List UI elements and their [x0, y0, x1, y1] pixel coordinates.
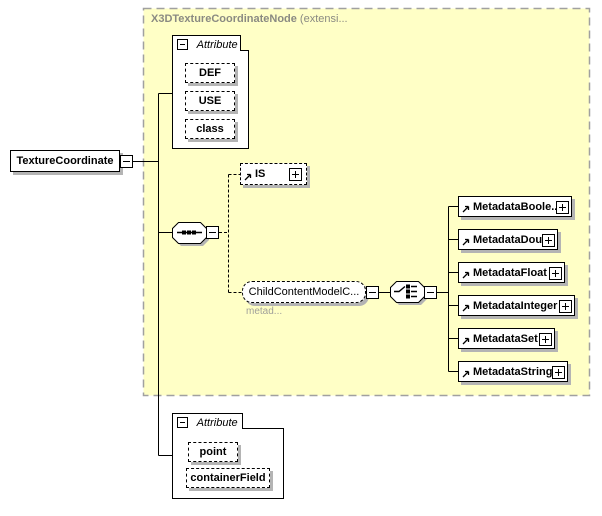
- attribute-group-top-label: Attribute: [196, 39, 238, 51]
- solid-connectors: [133, 93, 458, 456]
- reference-arrow-icon: [462, 238, 470, 246]
- element-metadatafloat-label: MetadataFloat: [473, 266, 547, 279]
- element-metadatastring-label: MetadataString: [473, 365, 553, 378]
- attribute-group-bottom-label: Attribute: [196, 417, 238, 429]
- element-metadatainteger-label: MetadataInteger: [473, 299, 558, 312]
- expand-icon-metadatafloat[interactable]: [549, 267, 562, 280]
- element-metadatadouble-label: MetadataDou...: [473, 233, 552, 246]
- expand-icon-metadatastring[interactable]: [552, 366, 565, 379]
- attribute-def[interactable]: DEF: [185, 63, 235, 83]
- attribute-class[interactable]: class: [185, 119, 235, 139]
- element-metadatainteger[interactable]: MetadataInteger: [458, 295, 575, 316]
- collapse-icon-childcontentmodel[interactable]: [366, 286, 379, 299]
- expand-icon-metadatainteger[interactable]: [559, 300, 572, 313]
- attribute-use-label: USE: [198, 95, 222, 107]
- element-is[interactable]: IS: [240, 163, 307, 185]
- expand-icon-metadatadouble[interactable]: [542, 234, 555, 247]
- collapse-icon-texturecoordinate[interactable]: [120, 155, 133, 168]
- sequence-indicator[interactable]: [172, 222, 210, 247]
- expand-icon-metadataboolean[interactable]: [556, 201, 569, 214]
- group-childcontentmodel-label: ChildContentModelC...: [248, 286, 360, 298]
- element-metadataset[interactable]: MetadataSet: [458, 328, 555, 349]
- container-title-name: X3DTextureCoordinateNode: [151, 13, 297, 25]
- container-title-suffix: (extensi...: [296, 13, 348, 25]
- attribute-def-label: DEF: [199, 67, 221, 79]
- element-metadataboolean-label: MetadataBoole...: [473, 200, 561, 213]
- collapse-icon-sequence[interactable]: [206, 226, 219, 239]
- element-texturecoordinate-label: TextureCoordinate: [16, 155, 114, 167]
- element-texturecoordinate[interactable]: TextureCoordinate: [10, 150, 120, 172]
- reference-arrow-icon: [244, 173, 252, 181]
- element-metadatastring[interactable]: MetadataString: [458, 361, 568, 382]
- reference-arrow-icon: [462, 370, 470, 378]
- choice-switch-icon: [394, 285, 417, 298]
- container-title: X3DTextureCoordinateNode (extensi...: [151, 13, 348, 25]
- expand-icon-metadataset[interactable]: [539, 333, 552, 346]
- expand-icon-is[interactable]: [289, 168, 302, 181]
- reference-arrow-icon: [462, 304, 470, 312]
- attribute-containerfield-label: containerField: [190, 472, 266, 484]
- element-metadataset-label: MetadataSet: [473, 332, 538, 345]
- attribute-use[interactable]: USE: [185, 91, 235, 111]
- element-metadatafloat[interactable]: MetadataFloat: [458, 262, 565, 283]
- attribute-point[interactable]: point: [188, 442, 238, 462]
- collapse-icon-attributes-bottom[interactable]: [177, 417, 188, 428]
- collapse-icon-attributes-top[interactable]: [177, 39, 188, 50]
- element-metadatadouble[interactable]: MetadataDou...: [458, 229, 558, 250]
- attribute-point-label: point: [199, 446, 227, 458]
- collapse-icon-choice[interactable]: [424, 286, 437, 299]
- reference-arrow-icon: [462, 337, 470, 345]
- group-childcontentmodel[interactable]: ChildContentModelC...: [242, 281, 366, 303]
- reference-arrow-icon: [462, 271, 470, 279]
- attribute-group-top-header: Attribute: [177, 39, 238, 51]
- attribute-group-bottom-header: Attribute: [177, 417, 238, 429]
- choice-indicator[interactable]: [390, 281, 428, 306]
- attribute-class-label: class: [196, 123, 224, 135]
- reference-arrow-icon: [462, 205, 470, 213]
- element-is-label: IS: [255, 168, 266, 180]
- attribute-containerfield[interactable]: containerField: [186, 468, 270, 488]
- group-annotation: metad...: [246, 306, 283, 317]
- element-metadataboolean[interactable]: MetadataBoole...: [458, 196, 572, 217]
